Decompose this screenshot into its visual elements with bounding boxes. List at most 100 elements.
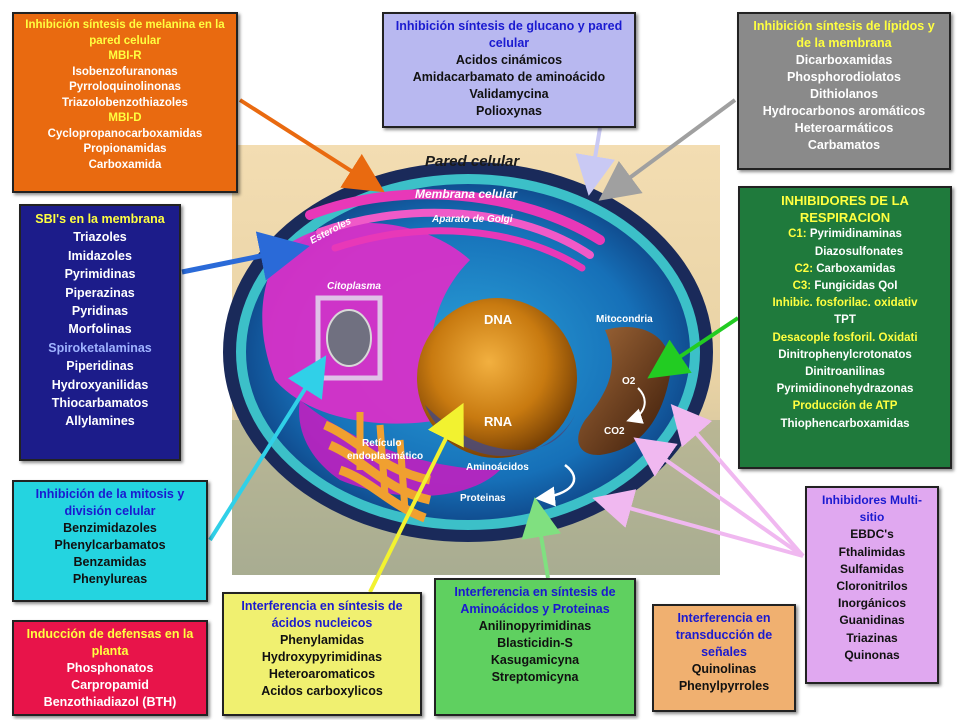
list-item: Amidacarbamato de aminoácido bbox=[412, 70, 606, 84]
list-item: Triazoles bbox=[73, 230, 127, 245]
box-aminoacidos-title: Interferencia en síntesis de Aminoácidos… bbox=[454, 585, 616, 616]
arrow-nucleicos bbox=[368, 402, 464, 593]
box-glucano: Inhibición síntesis de glucano y pared c… bbox=[382, 12, 636, 128]
list-item: Anilinopyrimidinas bbox=[478, 619, 592, 633]
label-reticulo: Retículo bbox=[362, 438, 401, 449]
list-item: Carboxamida bbox=[88, 158, 162, 171]
list-item: Thiophencarboxamidas bbox=[780, 417, 910, 430]
list-item: Dithiolanos bbox=[809, 87, 879, 101]
box-respiracion-title: INHIBIDORES DE LA RESPIRACION bbox=[781, 193, 909, 226]
box-melanina-sub1: MBI-R bbox=[108, 50, 142, 62]
arrow-aminoacidos bbox=[521, 497, 561, 579]
list-item: Fthalimidas bbox=[838, 544, 906, 559]
list-item: Heteroarmáticos bbox=[794, 121, 894, 135]
box-lipidos-title: Inhibición síntesis de lípidos y de la m… bbox=[753, 19, 935, 50]
list-item: Carbamatos bbox=[807, 138, 881, 152]
list-item: Cloronitrilos bbox=[836, 579, 908, 594]
label-membrana-celular: Membrana celular bbox=[415, 187, 518, 201]
list-item: Pyridinas bbox=[71, 304, 129, 319]
label-golgi: Aparato de Golgi bbox=[431, 214, 513, 225]
list-item: Pyrroloquinolinonas bbox=[69, 81, 181, 93]
vacuole-frame bbox=[315, 295, 383, 381]
box-transduccion-title: Interferencia en transducción de señales bbox=[675, 611, 773, 659]
box-aminoacidos: Interferencia en síntesis de Aminoácidos… bbox=[434, 578, 636, 716]
list-item: Kasugamicyna bbox=[490, 653, 580, 667]
box-defensas-title: Inducción de defensas en la planta bbox=[26, 627, 194, 658]
list-item: Quinolinas bbox=[691, 662, 757, 676]
label-co2: CO2 bbox=[604, 426, 625, 437]
label-citoplasma: Citoplasma bbox=[327, 281, 381, 292]
arrow-respiracion bbox=[647, 316, 740, 379]
list-item: Phosphonatos bbox=[66, 661, 154, 675]
list-item: Triazinas bbox=[846, 630, 898, 645]
endoplasmic-reticulum bbox=[338, 465, 427, 523]
list-item: Carpropamid bbox=[71, 678, 149, 692]
list-item: Pyrimidinas bbox=[64, 267, 136, 282]
list-item: Hydroxypyrimidinas bbox=[261, 650, 383, 664]
box-sbi: SBI's en la membrana Triazoles Imidazole… bbox=[19, 204, 181, 461]
arrow-mitosis bbox=[208, 355, 327, 542]
list-item: Acidos carboxylicos bbox=[261, 684, 383, 698]
label-dna: DNA bbox=[484, 312, 513, 327]
box-lipidos: Inhibición síntesis de lípidos y de la m… bbox=[737, 12, 951, 170]
arrow-multisitio-1 bbox=[670, 403, 805, 558]
golgi-band bbox=[331, 227, 586, 272]
respiracion-c2-label: C2: bbox=[794, 262, 814, 275]
list-item: Phosphorodiolatos bbox=[787, 70, 901, 84]
list-item: Isobenzofuranonas bbox=[72, 65, 178, 78]
list-item: Polioxynas bbox=[476, 104, 542, 118]
box-sbi-title: SBI's en la membrana bbox=[35, 212, 165, 226]
list-item: Pyrimidinaminas bbox=[809, 228, 902, 241]
arrow-melanina bbox=[238, 98, 385, 193]
protein-synthesis-arrow bbox=[535, 464, 576, 507]
box-melanina: Inhibición síntesis de melanina en la pa… bbox=[12, 12, 238, 193]
list-item: Benzimidazoles bbox=[63, 521, 157, 535]
label-endoplasmatico: endoplasmático bbox=[347, 451, 423, 462]
list-item: Guanidinas bbox=[839, 613, 905, 628]
label-proteinas: Proteinas bbox=[460, 493, 506, 504]
box-glucano-title: Inhibición síntesis de glucano y pared c… bbox=[395, 19, 623, 50]
list-item: Benzamidas bbox=[73, 555, 147, 569]
arrow-multisitio-2 bbox=[633, 437, 805, 558]
list-item: Hydroxyanilidas bbox=[51, 377, 149, 392]
box-transduccion: Interferencia en transducción de señales… bbox=[652, 604, 796, 712]
label-pared-celular: Pared celular bbox=[425, 153, 520, 170]
list-item: Phenylcarbamatos bbox=[54, 538, 166, 552]
arrow-sbi bbox=[181, 231, 310, 281]
list-item: Triazolobenzothiazoles bbox=[62, 96, 188, 109]
box-mitosis: Inhibición de la mitosis y división celu… bbox=[12, 480, 208, 602]
box-respiracion: INHIBIDORES DE LA RESPIRACION C1: Pyrimi… bbox=[738, 186, 952, 469]
list-item: Streptomicyna bbox=[491, 670, 579, 684]
list-item: Cyclopropanocarboxamidas bbox=[47, 127, 203, 140]
box-mitosis-title: Inhibición de la mitosis y división celu… bbox=[35, 487, 185, 518]
list-item: Acidos cinámicos bbox=[455, 53, 563, 67]
list-item: Validamycina bbox=[469, 87, 549, 101]
respiracion-c1-row: C1: Pyrimidinaminas bbox=[746, 226, 944, 243]
list-item: Spiroketalaminas bbox=[48, 340, 152, 355]
label-o2: O2 bbox=[622, 376, 636, 387]
golgi-band bbox=[316, 208, 594, 259]
list-item: Benzothiadiazol (BTH) bbox=[43, 695, 177, 709]
respiracion-c3-label: C3: bbox=[792, 280, 812, 293]
list-item: Piperidinas bbox=[66, 359, 134, 374]
arrow-glucano bbox=[575, 127, 615, 196]
list-item: EBDC's bbox=[850, 527, 894, 542]
list-item: Imidazoles bbox=[68, 248, 132, 263]
box-multisitio: Inhibidores Multi-sitio EBDC's Fthalimid… bbox=[805, 486, 939, 684]
arrow-lipidos bbox=[598, 98, 737, 201]
box-nucleicos: Interferencia en síntesis de ácidos nucl… bbox=[222, 592, 422, 716]
label-aminoacidos: Aminoácidos bbox=[466, 462, 529, 473]
label-rna: RNA bbox=[484, 414, 513, 429]
box-multisitio-title: Inhibidores Multi-sitio bbox=[822, 493, 922, 525]
list-item: Morfolinas bbox=[68, 322, 132, 337]
respiracion-atp: Producción de ATP bbox=[792, 400, 898, 413]
list-item: Quinonas bbox=[844, 647, 900, 662]
box-melanina-sub2: MBI-D bbox=[108, 112, 142, 124]
box-defensas: Inducción de defensas en la planta Phosp… bbox=[12, 620, 208, 716]
list-item: Phenylpyrroles bbox=[678, 679, 770, 693]
list-item: Diazosulfonates bbox=[814, 245, 904, 258]
list-item: Pyrimidinonehydrazonas bbox=[776, 383, 914, 396]
mitochondria-cycle-arrow bbox=[626, 387, 646, 424]
list-item: Thiocarbamatos bbox=[51, 396, 149, 411]
